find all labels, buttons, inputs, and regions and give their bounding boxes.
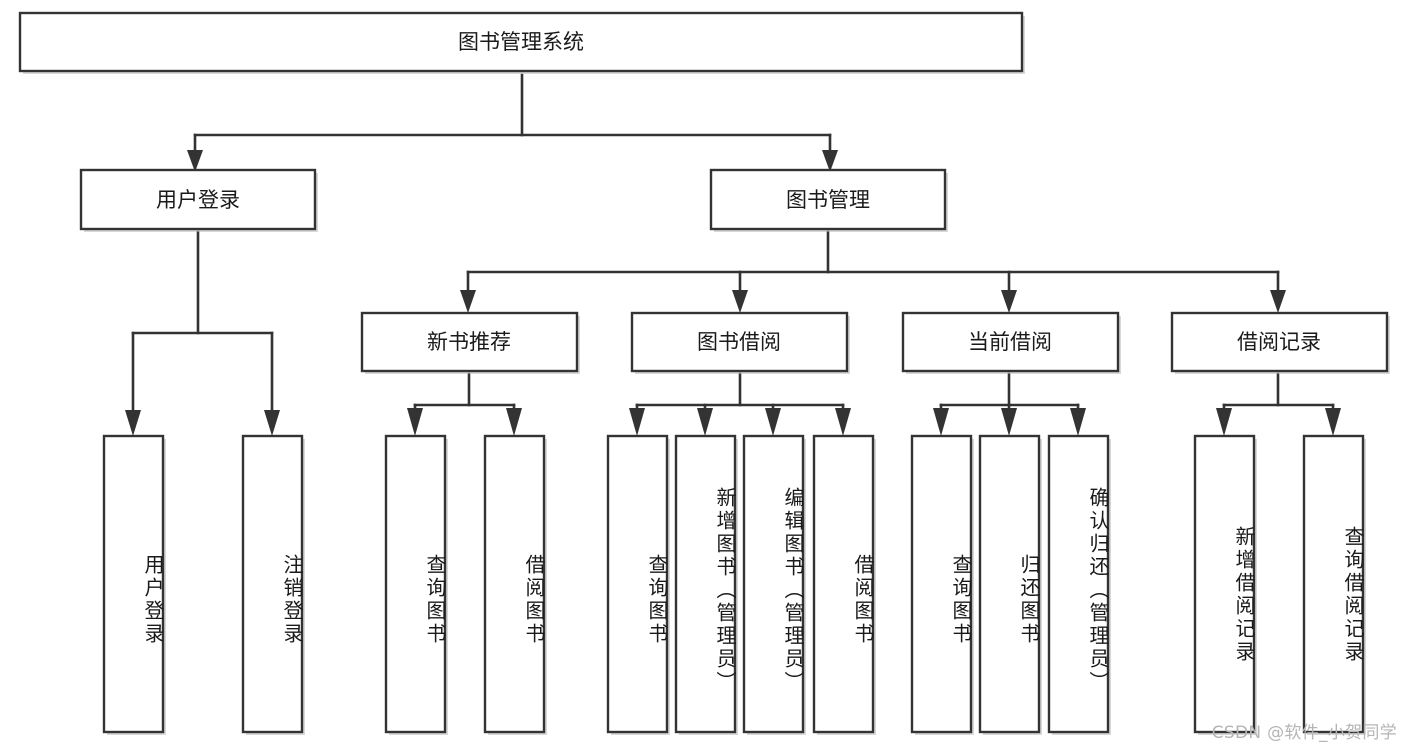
arrow-leaf-query-record [1325, 408, 1341, 436]
node-box-borrow-record[interactable] [1170, 311, 1389, 373]
label-book-management: 图书管理 [786, 188, 870, 212]
node-box-book-borrow[interactable] [630, 311, 849, 373]
node-box-leaf-user-login[interactable] [102, 434, 165, 734]
node-box-leaf-query-book-3[interactable] [910, 434, 973, 734]
arrow-leaf-user-login [125, 410, 141, 436]
arrow-leaf-query-book-1 [407, 408, 423, 436]
arrow-leaf-query-book-2 [629, 408, 645, 436]
node-box-group [18, 11, 1390, 735]
node-box-leaf-query-record[interactable] [1302, 434, 1365, 734]
arrow-leaf-confirm-return [1070, 408, 1086, 436]
label-borrow-record: 借阅记录 [1237, 330, 1321, 354]
node-box-book-management[interactable] [709, 168, 947, 231]
label-book-borrow: 图书借阅 [697, 330, 781, 354]
node-box-leaf-add-book[interactable] [674, 434, 737, 734]
node-box-user-login[interactable] [79, 168, 317, 231]
arrow-user-login [187, 150, 203, 172]
node-box-root[interactable] [18, 11, 1024, 73]
node-box-leaf-user-logout[interactable] [241, 434, 304, 734]
arrow-leaf-add-book [697, 408, 713, 436]
node-box-leaf-query-book-1[interactable] [384, 434, 447, 734]
arrow-borrow-record [1270, 290, 1286, 313]
arrow-leaf-user-logout [264, 410, 280, 436]
node-box-leaf-confirm-return[interactable] [1047, 434, 1110, 734]
arrow-leaf-edit-book [765, 408, 781, 436]
arrow-leaf-return-book [1001, 408, 1017, 436]
arrow-current-borrow [1001, 290, 1017, 313]
arrow-leaf-borrow-book-1 [506, 408, 522, 436]
node-box-leaf-edit-book[interactable] [742, 434, 805, 734]
root-label: 图书管理系统 [458, 30, 584, 54]
label-user-login: 用户登录 [156, 188, 240, 212]
node-box-leaf-return-book[interactable] [978, 434, 1041, 734]
arrow-leaf-query-book-3 [933, 408, 949, 436]
arrow-book-borrow [732, 290, 748, 313]
node-box-new-book-recommend[interactable] [360, 311, 579, 373]
label-new-book-recommend: 新书推荐 [427, 330, 511, 354]
arrow-book-management [822, 150, 838, 172]
arrow-leaf-add-record [1216, 408, 1232, 436]
label-current-borrow: 当前借阅 [968, 330, 1052, 354]
node-box-current-borrow[interactable] [901, 311, 1120, 373]
node-box-leaf-borrow-book-2[interactable] [812, 434, 875, 734]
node-box-leaf-query-book-2[interactable] [606, 434, 669, 734]
connector-group [125, 73, 1341, 436]
node-box-leaf-add-record[interactable] [1193, 434, 1256, 734]
arrow-new-book-recommend [460, 290, 476, 313]
csdn-watermark: CSDN @软件_小贺同学 [1211, 723, 1397, 743]
node-box-leaf-borrow-book-1[interactable] [483, 434, 546, 734]
node-label-group: 图书管理系统 用户登录 图书管理 新书推荐 图书借阅 当前借阅 借阅记录 [156, 30, 1321, 354]
arrow-leaf-borrow-book-2 [835, 408, 851, 436]
